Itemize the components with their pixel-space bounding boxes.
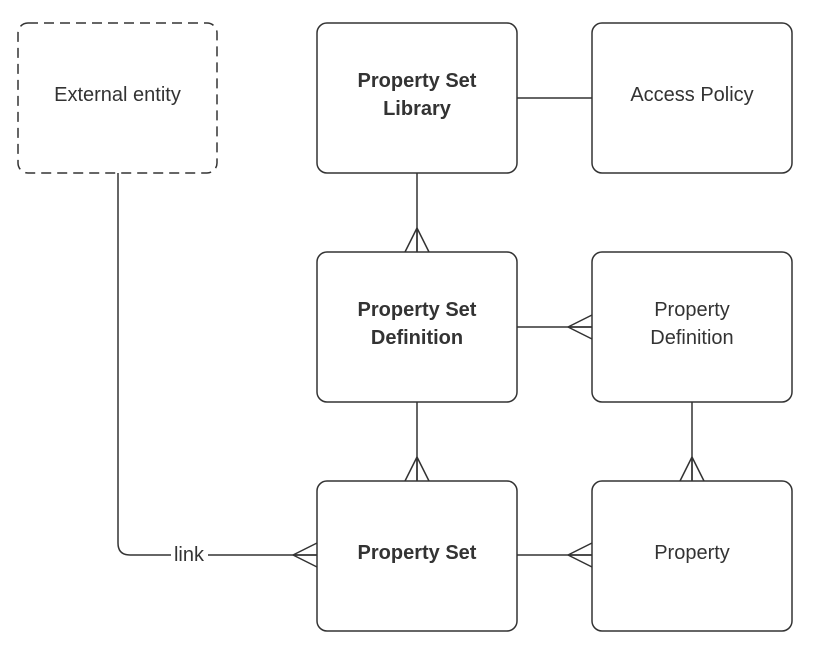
entity-label-line: Library bbox=[383, 98, 452, 120]
entity-external[interactable]: External entity bbox=[17, 22, 218, 174]
edge-label-background bbox=[170, 544, 209, 566]
entity-ps[interactable]: Property Set bbox=[316, 480, 518, 632]
crows-foot-many-marker bbox=[679, 456, 705, 482]
crows-foot-many-marker bbox=[292, 542, 318, 568]
edge-p-ps bbox=[517, 542, 593, 568]
edge-labels-layer: link bbox=[170, 544, 209, 566]
entity-ap[interactable]: Access Policy bbox=[591, 22, 793, 174]
entity-box bbox=[591, 22, 793, 174]
edge-pd-p bbox=[679, 402, 705, 482]
entity-label-line: Definition bbox=[371, 327, 463, 349]
entity-label-line: Definition bbox=[650, 327, 733, 349]
crows-foot-many-marker bbox=[567, 314, 593, 340]
entity-label-line: Access Policy bbox=[630, 84, 753, 106]
edge-external-ps bbox=[117, 173, 318, 568]
edge-label: link bbox=[174, 544, 205, 566]
entity-p[interactable]: Property bbox=[591, 480, 793, 632]
entity-box bbox=[316, 480, 518, 632]
entity-box bbox=[17, 22, 218, 174]
entity-label-line: Property bbox=[654, 542, 730, 564]
edges-layer bbox=[117, 97, 705, 568]
crows-foot-many-marker bbox=[404, 456, 430, 482]
entity-box bbox=[591, 480, 793, 632]
entity-box bbox=[591, 251, 793, 403]
entity-label-line: External entity bbox=[54, 84, 181, 106]
entity-label-line: Property Set bbox=[358, 70, 477, 92]
crows-foot-many-marker bbox=[567, 542, 593, 568]
entity-box bbox=[316, 251, 518, 403]
edge-psl-psd bbox=[404, 173, 430, 253]
edge-line bbox=[117, 173, 317, 556]
entity-label-line: Property bbox=[654, 299, 730, 321]
edge-pd-psd bbox=[517, 314, 593, 340]
entity-box bbox=[316, 22, 518, 174]
entity-label-line: Property Set bbox=[358, 299, 477, 321]
edge-psd-ps bbox=[404, 402, 430, 482]
entity-label-line: Property Set bbox=[358, 542, 477, 564]
crows-foot-many-marker bbox=[404, 227, 430, 253]
